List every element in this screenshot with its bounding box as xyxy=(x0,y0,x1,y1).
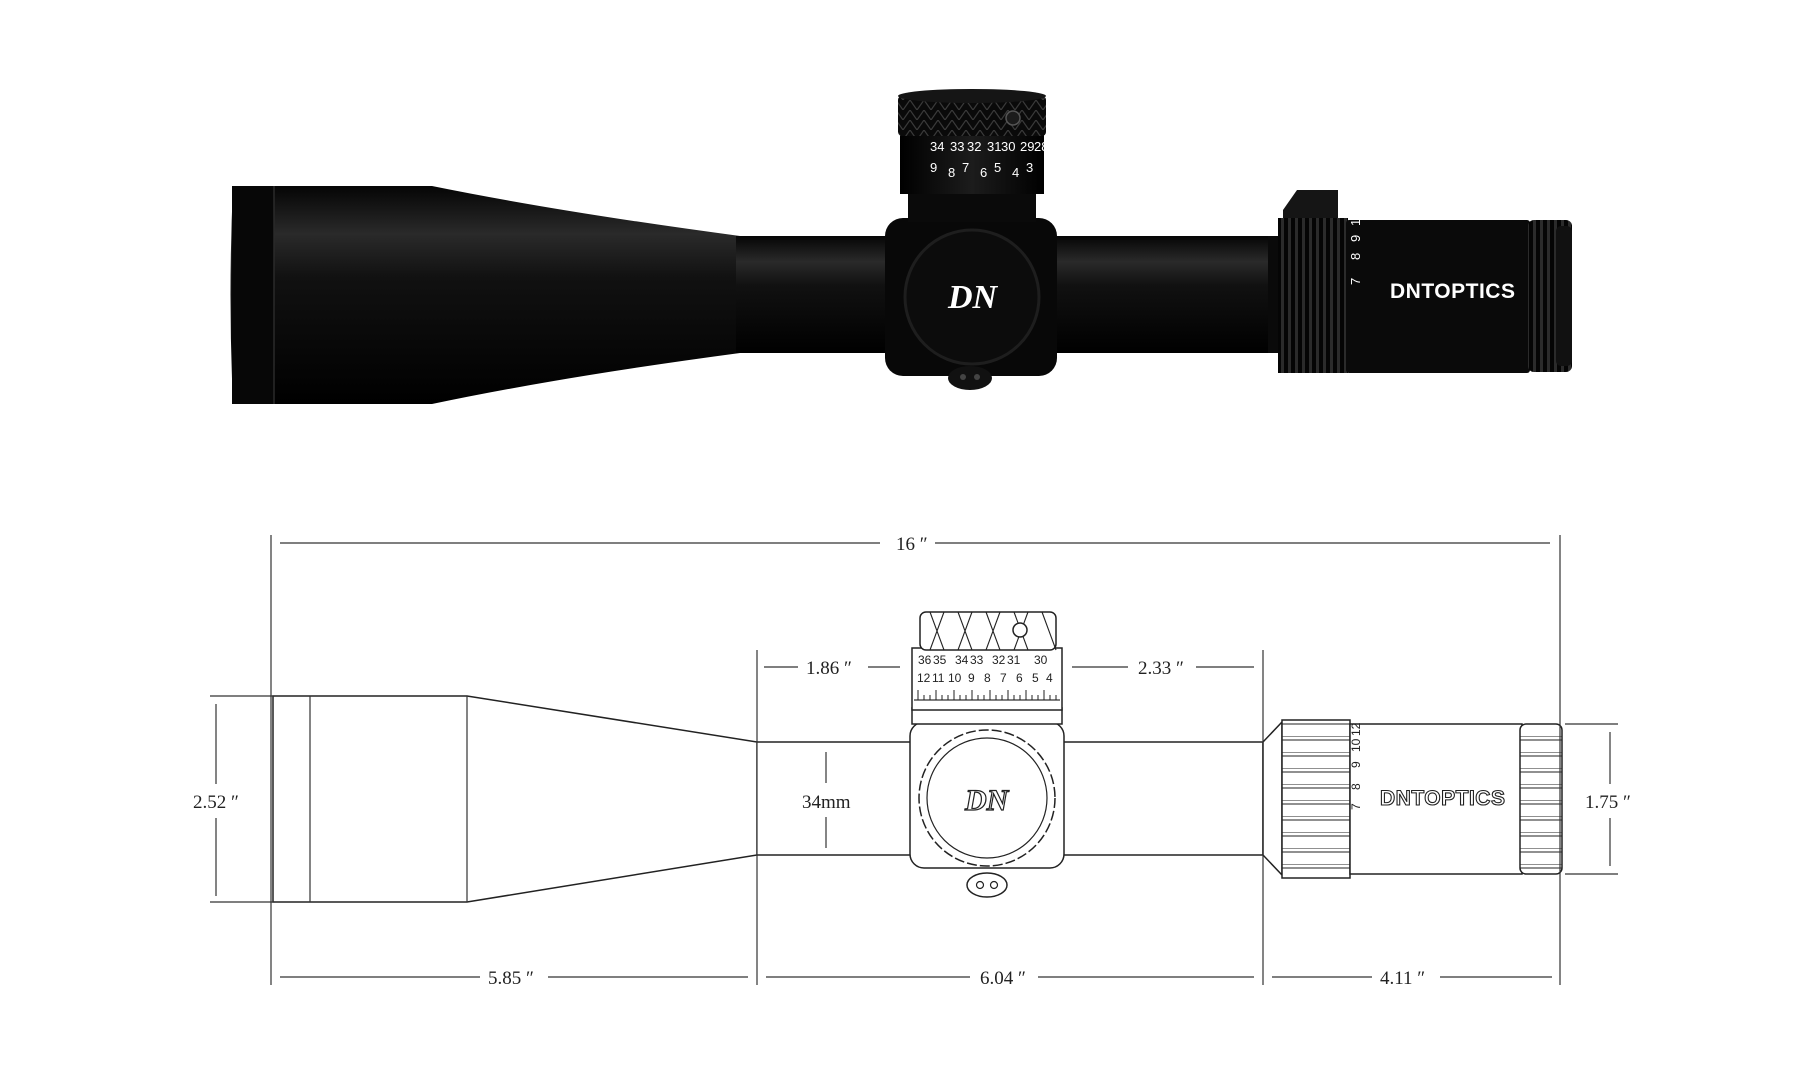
svg-text:33: 33 xyxy=(950,139,964,154)
power-ring-photo xyxy=(1278,218,1348,373)
svg-text:12: 12 xyxy=(917,671,931,685)
svg-text:28: 28 xyxy=(1034,139,1048,154)
svg-text:32: 32 xyxy=(967,139,981,154)
front-tube-length-label: 1.86 ″ xyxy=(806,658,852,679)
svg-text:6: 6 xyxy=(1016,671,1023,685)
tube-diameter-label: 34mm xyxy=(802,792,851,813)
turret-bottom-scale-outline: 12 11 10 9 8 7 6 5 4 xyxy=(917,671,1053,685)
turret-top-scale-photo: 34 33 32 31 30 29 28 xyxy=(930,139,1048,154)
zero-stop-screw-outline-icon xyxy=(1012,622,1028,638)
rear-tube-length-label: 2.33 ″ xyxy=(1138,658,1184,679)
svg-text:6: 6 xyxy=(980,165,987,180)
svg-text:35: 35 xyxy=(933,653,947,667)
logo-mark-photo: DN xyxy=(947,279,999,316)
eyepiece-length-label: 4.11 ″ xyxy=(1380,968,1425,989)
svg-text:5: 5 xyxy=(1032,671,1039,685)
side-focus-knob-photo xyxy=(903,228,1041,366)
objective-lens-rim-photo xyxy=(232,186,274,404)
objective-outline xyxy=(272,695,758,903)
svg-text:31: 31 xyxy=(1007,653,1021,667)
svg-text:8: 8 xyxy=(948,165,955,180)
svg-text:34: 34 xyxy=(955,653,969,667)
svg-text:7: 7 xyxy=(962,160,969,175)
svg-text:8: 8 xyxy=(1349,783,1363,790)
svg-text:9: 9 xyxy=(1348,235,1363,242)
eyepiece-diameter-label: 1.75 ″ xyxy=(1585,792,1631,813)
side-focus-knob-outline xyxy=(918,729,1056,867)
svg-text:3: 3 xyxy=(1026,160,1033,175)
objective-diameter-label: 2.52 ″ xyxy=(193,792,239,813)
svg-text:12: 12 xyxy=(1349,722,1363,736)
eyepiece-taper-outline xyxy=(1262,720,1283,877)
turret-tick-marks xyxy=(914,690,1060,701)
svg-text:7: 7 xyxy=(1348,278,1363,285)
elevation-turret-base-photo xyxy=(908,190,1036,222)
svg-text:32: 32 xyxy=(992,653,1006,667)
diopter-ring-outline xyxy=(1519,723,1563,875)
svg-text:9: 9 xyxy=(968,671,975,685)
scope-line-drawing: DN 36 35 34 33 32 31 30 12 11 10 9 8 7 6… xyxy=(272,611,1563,903)
elevation-turret-dial-photo xyxy=(900,128,1044,194)
zero-stop-screw-icon xyxy=(1005,110,1021,126)
svg-text:30: 30 xyxy=(1034,653,1048,667)
objective-bell-photo xyxy=(230,186,740,404)
svg-text:36: 36 xyxy=(918,653,932,667)
eyepiece-body-outline xyxy=(1349,723,1523,875)
svg-text:4: 4 xyxy=(1046,671,1053,685)
power-scale-photo: 7 8 9 10 xyxy=(1348,212,1363,285)
svg-text:34: 34 xyxy=(930,139,944,154)
scope-photo: DN 34 33 32 31 30 29 28 9 8 7 6 5 4 3 xyxy=(230,89,1572,404)
svg-text:10: 10 xyxy=(1348,212,1363,226)
svg-text:9: 9 xyxy=(1349,761,1363,768)
svg-text:7: 7 xyxy=(1349,803,1363,810)
dimension-lines: 16 ″ 1.86 ″ 2.33 ″ 2.52 ″ 34mm 1.75 ″ 5.… xyxy=(193,534,1631,989)
svg-text:10: 10 xyxy=(948,671,962,685)
overall-length-label: 16 ″ xyxy=(896,534,928,555)
windage-bump-outline xyxy=(966,872,1008,898)
svg-text:4: 4 xyxy=(1012,165,1019,180)
windage-bump-photo xyxy=(948,366,992,390)
brand-name-outline: DNTOPTICS xyxy=(1380,787,1505,810)
power-scale-outline: 7 8 9 10 12 xyxy=(1349,722,1363,810)
svg-text:29: 29 xyxy=(1020,139,1034,154)
svg-text:30: 30 xyxy=(1001,139,1015,154)
turret-top-scale-outline: 36 35 34 33 32 31 30 xyxy=(918,653,1048,667)
objective-length-label: 5.85 ″ xyxy=(488,968,534,989)
svg-text:10: 10 xyxy=(1349,738,1363,752)
svg-text:31: 31 xyxy=(987,139,1001,154)
svg-text:11: 11 xyxy=(932,671,945,685)
svg-text:9: 9 xyxy=(930,160,937,175)
svg-text:33: 33 xyxy=(970,653,984,667)
elevation-turret-cap-photo xyxy=(898,96,1046,136)
elevation-turret-cap-outline xyxy=(919,611,1057,651)
power-ring-outline xyxy=(1281,719,1351,879)
logo-mark-outline: DN xyxy=(964,784,1010,817)
tube-length-label: 6.04 ″ xyxy=(980,968,1026,989)
brand-name-photo: DNTOPTICS xyxy=(1390,280,1515,303)
eyepiece-body-photo xyxy=(1346,220,1530,373)
svg-text:7: 7 xyxy=(1000,671,1007,685)
svg-text:8: 8 xyxy=(1348,253,1363,260)
svg-text:8: 8 xyxy=(984,671,991,685)
turret-bottom-scale-photo: 9 8 7 6 5 4 3 xyxy=(930,160,1033,180)
svg-text:5: 5 xyxy=(994,160,1001,175)
